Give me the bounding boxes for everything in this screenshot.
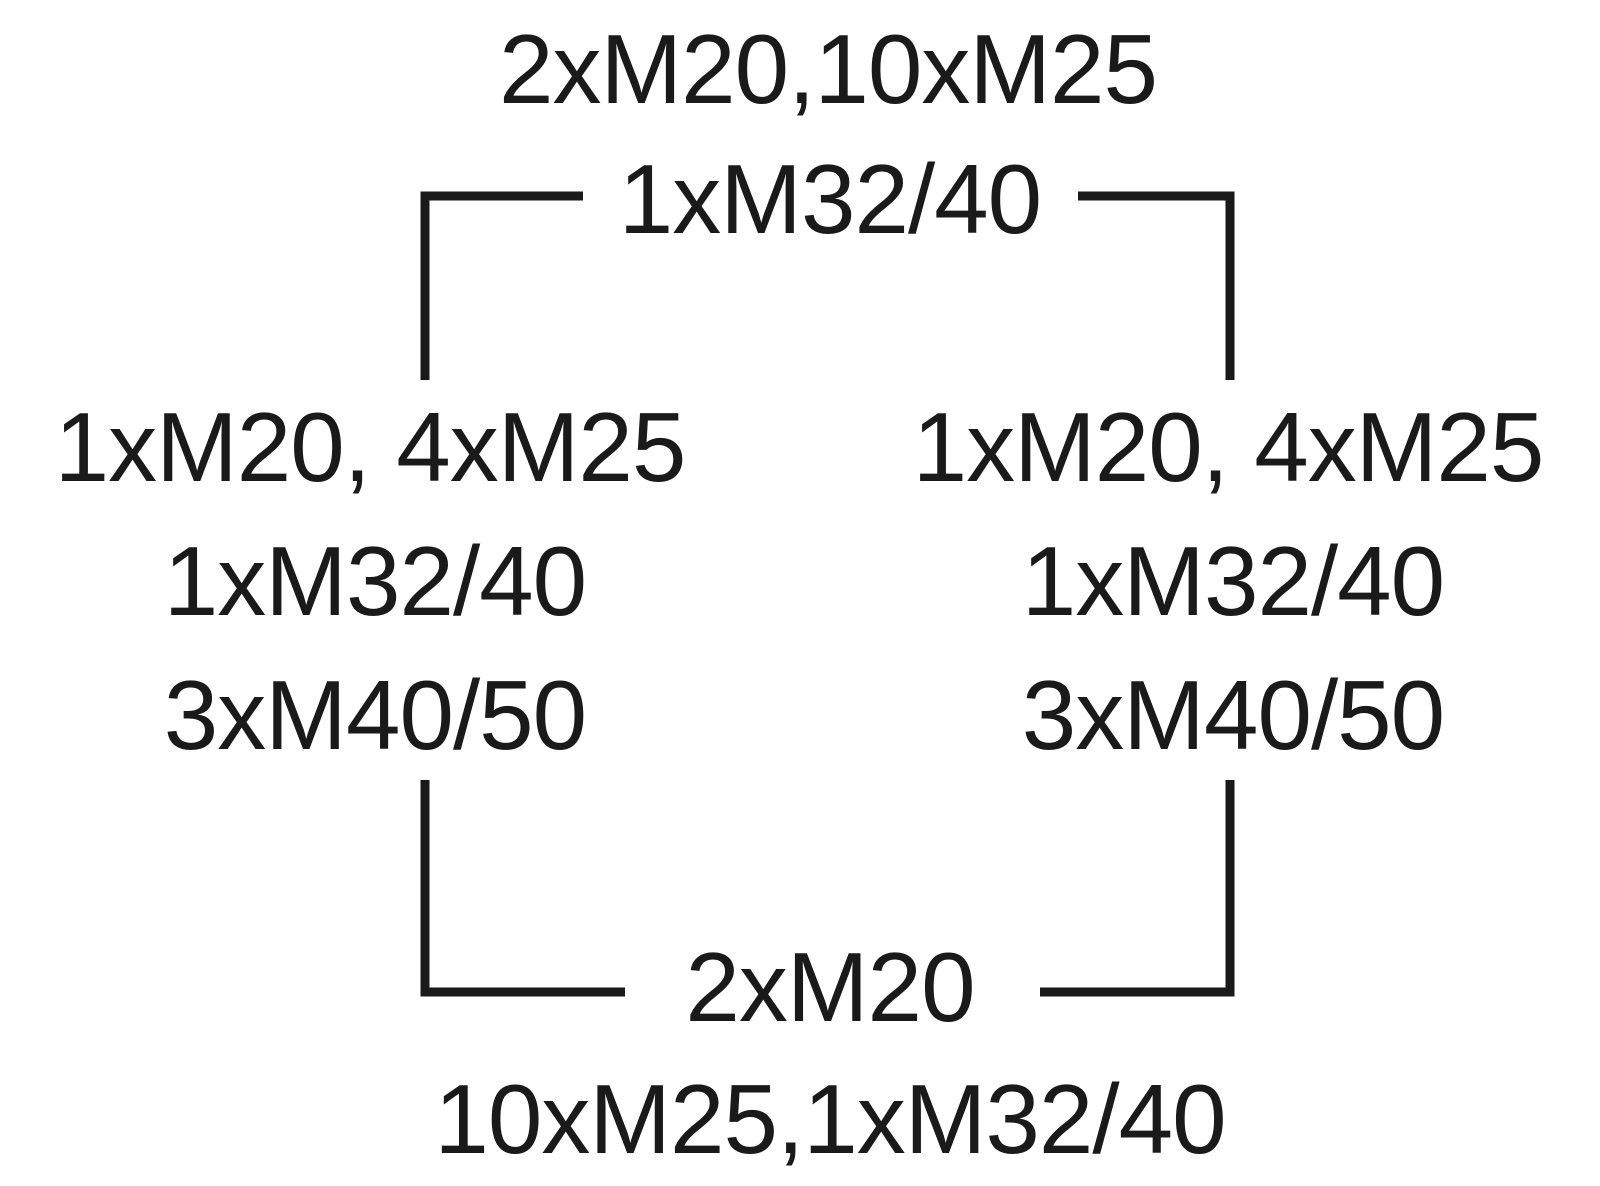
top-entries-line-1: 2xM20,10xM25 bbox=[498, 14, 1158, 124]
bottom-entries-line-2: 10xM25,1xM32/40 bbox=[434, 1064, 1226, 1174]
left-entries-line-1: 1xM20, 4xM25 bbox=[54, 392, 687, 502]
top-left-bracket bbox=[420, 191, 583, 380]
top-right-bracket bbox=[1078, 191, 1235, 380]
bottom-left-bracket bbox=[420, 780, 625, 997]
top-entries-line-2: 1xM32/40 bbox=[618, 144, 1042, 254]
bottom-entries-line-1: 2xM20 bbox=[685, 932, 975, 1042]
bottom-right-bracket bbox=[1040, 780, 1235, 997]
right-entries-line-2: 1xM32/40 bbox=[1021, 526, 1445, 636]
right-entries-line-3: 3xM40/50 bbox=[1021, 660, 1445, 770]
left-entries-line-3: 3xM40/50 bbox=[163, 660, 587, 770]
right-entries-line-1: 1xM20, 4xM25 bbox=[912, 392, 1545, 502]
left-entries-line-2: 1xM32/40 bbox=[163, 526, 587, 636]
